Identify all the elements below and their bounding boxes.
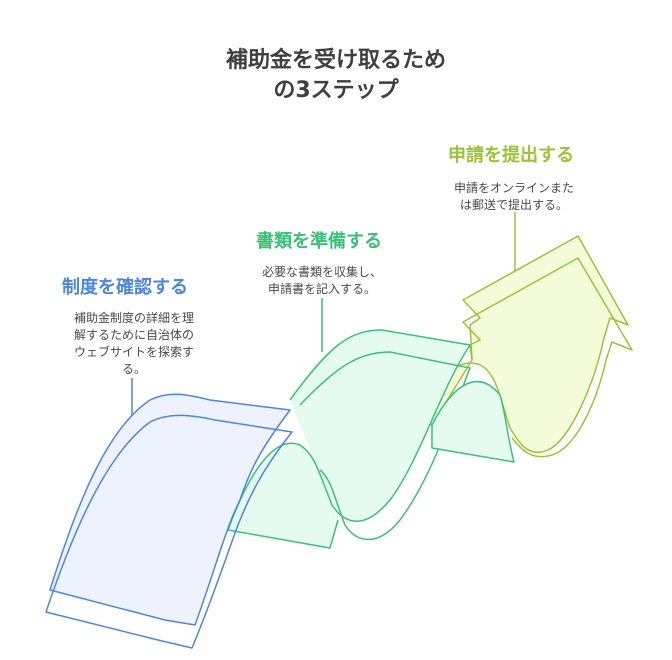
step-3-description-line: 申請をオンラインまた — [453, 181, 574, 195]
step-2-description: 必要な書類を収集し、 申請書を記入する。 — [244, 264, 400, 298]
page-title-line-2: の3ステップ — [273, 78, 399, 103]
step-3-heading: 申請を提出する — [448, 145, 574, 166]
step-3-description-line: は郵送で提出する。 — [459, 198, 568, 212]
step-1-description-line: 解するために自治体の — [73, 328, 194, 342]
step-2-description-line: 必要な書類を収集し、 — [261, 265, 382, 279]
step-2-wave-shape — [227, 329, 515, 549]
step-1-description: 補助金制度の詳細を理 解するために自治体の ウェブサイトを探索す る。 — [58, 310, 210, 378]
page-title-line-1: 補助金を受け取るため — [225, 48, 446, 73]
step-3-arrow-shape — [424, 235, 633, 458]
step-1-description-line: 補助金制度の詳細を理 — [73, 311, 194, 325]
page-title: 補助金を受け取るため の3ステップ — [0, 46, 672, 106]
step-1-heading: 制度を確認する — [62, 277, 188, 298]
step-3-description: 申請をオンラインまた は郵送で提出する。 — [436, 180, 592, 214]
step-2-heading: 書類を準備する — [256, 231, 382, 252]
step-1-description-line: る。 — [121, 362, 146, 376]
step-2-description-line: 申請書を記入する。 — [267, 282, 376, 296]
step-1-ramp-shape — [45, 393, 293, 649]
step-1-description-line: ウェブサイトを探索す — [73, 345, 194, 359]
